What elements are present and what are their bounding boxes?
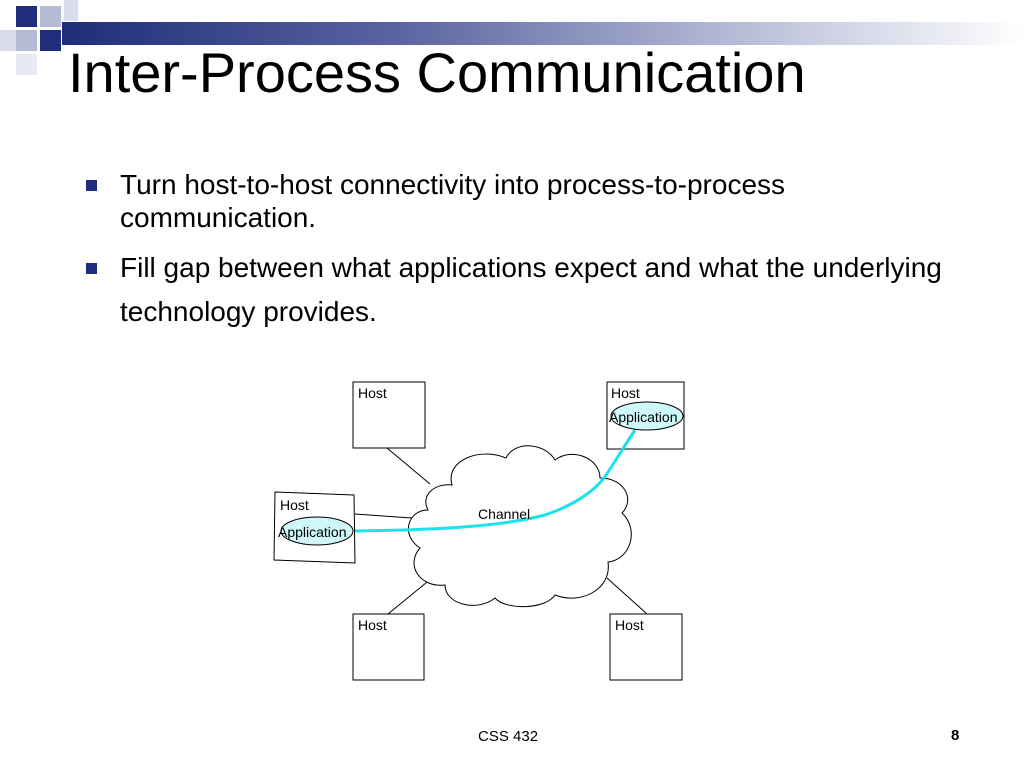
decorative-square	[64, 0, 78, 21]
host-label: Host	[280, 497, 309, 513]
host-link-line	[606, 577, 648, 615]
application-label: Application	[609, 409, 678, 425]
host-label: Host	[611, 385, 640, 401]
page-number: 8	[951, 727, 960, 744]
host-label: Host	[358, 617, 387, 633]
host-label: Host	[615, 617, 644, 633]
decorative-square	[16, 6, 37, 27]
process-connection-line	[354, 429, 637, 533]
host-label: Host	[358, 385, 387, 401]
application-label: Application	[278, 524, 347, 540]
bullet-text: Fill gap between what applications expec…	[120, 252, 942, 327]
bullet-text: Turn host-to-host connectivity into proc…	[120, 169, 786, 233]
application-ellipse	[610, 401, 684, 431]
host-link-line	[387, 577, 433, 615]
host-link-line	[386, 447, 431, 485]
square-bullet-icon	[86, 263, 97, 274]
decorative-square	[40, 30, 61, 51]
decorative-square	[16, 54, 37, 75]
host-box	[352, 613, 425, 681]
slide-title: Inter-Process Communication	[68, 41, 806, 104]
bullet-item: Turn host-to-host connectivity into proc…	[86, 168, 966, 234]
host-box	[609, 613, 683, 681]
bullet-list: Turn host-to-host connectivity into proc…	[86, 168, 966, 334]
decorative-square	[0, 30, 21, 51]
host-link-line	[354, 513, 413, 519]
bullet-item: Fill gap between what applications expec…	[86, 246, 966, 334]
channel-label: Channel	[478, 506, 530, 522]
square-bullet-icon	[86, 180, 97, 191]
application-ellipse	[280, 516, 354, 546]
footer-course: CSS 432	[478, 728, 539, 745]
decorative-square	[40, 6, 61, 27]
title-accent-bar	[62, 22, 1024, 45]
channel-cloud	[408, 445, 632, 608]
decorative-square	[16, 30, 37, 51]
host-box	[352, 381, 426, 449]
